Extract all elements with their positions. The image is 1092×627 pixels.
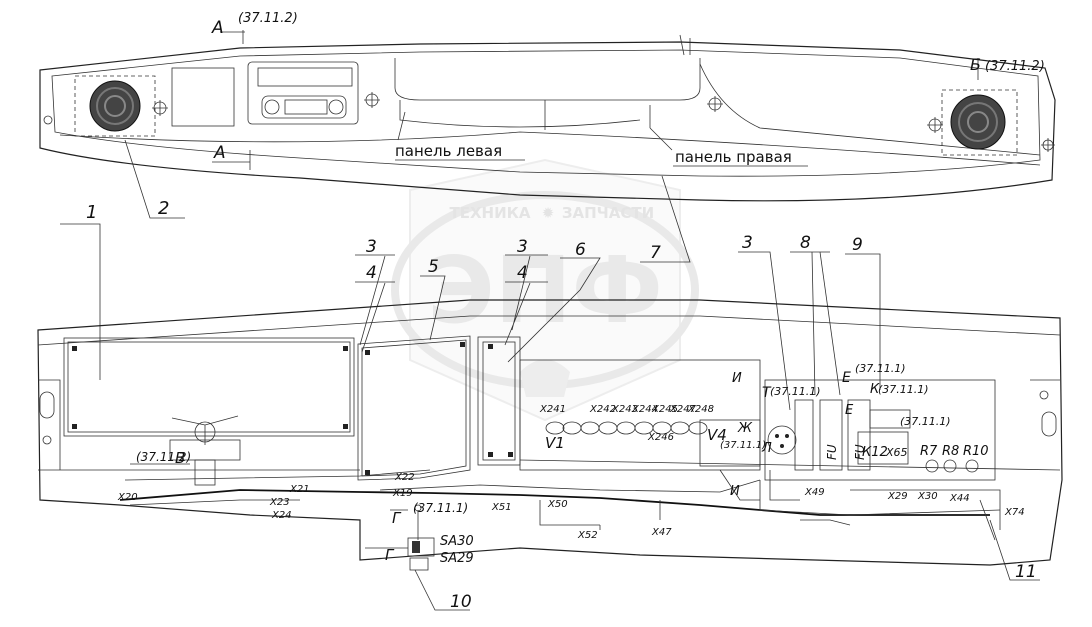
conn-x50: Х50 [547,499,568,510]
rear-view-labels: (37.11.2) В (37.11.1) Г Г SA30 SA29 И (3… [117,362,1025,566]
label-r7: R7 [920,444,938,459]
ref-v: (37.11.2) [136,450,191,464]
ref-e: (37.11.1) [855,362,906,375]
label-x65: Х65 [885,446,908,459]
letter-g2: Г [385,546,395,564]
letter-k: К [870,382,880,397]
conn-x47: Х47 [651,527,672,538]
conn-x246: Х246 [647,432,674,443]
callout-4b: 4 [517,263,528,283]
callout-3b: 3 [517,237,528,257]
callout-8: 8 [800,233,811,253]
watermark-logo: ЭПФ [427,237,663,344]
label-v1: V1 [545,434,565,452]
watermark-brand-left: ТЕХНИКА [449,204,530,222]
label-v4-ref: (37.11.1) [720,440,766,451]
conn-x243: Х243 [611,404,638,415]
conn-x248: Х248 [687,404,714,415]
section-b-letter: Б [970,55,981,74]
conn-x24: Х24 [271,510,292,521]
letter-e2: Е [845,403,854,418]
conn-x242: Х242 [589,404,616,415]
connector-row [545,421,708,435]
ref-g: (37.11.1) [413,501,468,515]
conn-x241: Х241 [539,404,566,415]
ref-k: (37.11.1) [878,383,929,396]
callout-1: 1 [86,202,97,223]
conn-x245: Х245 [651,404,678,415]
label-r8: R8 [942,444,959,459]
conn-x20: Х20 [117,492,138,503]
panel-corner-marks [72,342,513,475]
ref-k2: (37.11.1) [900,415,951,428]
conn-x74: Х74 [1004,507,1025,518]
callout-4a: 4 [366,263,377,283]
callout-6: 6 [575,240,586,260]
letter-e: Е [842,370,851,386]
conn-x244: Х244 [631,404,658,415]
letter-g: Г [392,509,402,527]
section-b: (37.11.2) [985,59,1045,74]
conn-x30: Х30 [917,491,938,502]
gear-icon: ✹ [542,204,555,222]
conn-x44: Х44 [949,493,970,504]
label-panel-left: панель левая [395,142,502,160]
callout-3c: 3 [742,233,753,253]
label-sa30: SA30 [440,534,474,549]
dashboard-rear-view [37,299,1063,571]
callout-11: 11 [1015,562,1037,582]
callout-5: 5 [428,257,439,277]
callout-7: 7 [650,243,661,263]
label-fu2: FU [853,444,867,460]
letter-v: В [175,449,185,467]
section-a-bottom: А [213,143,226,163]
callout-10: 10 [450,592,472,612]
section-a-ref: (37.11.2) [238,11,298,26]
section-a-top: А [211,18,224,38]
label-k12: К12 [862,445,888,460]
callout-9: 9 [852,235,863,255]
label-v4: V4 [707,426,727,444]
label-fu1: FU [825,444,839,460]
callout-3a: 3 [366,237,377,257]
letter-l: Л [761,441,772,456]
conn-x51: Х51 [491,502,512,513]
mount-hole [43,92,1055,152]
conn-x21: Х21 [289,484,310,495]
ref-t: (37.11.1) [770,385,821,398]
conn-x22: Х22 [394,472,415,483]
conn-x247: Х247 [669,404,697,415]
label-sa29: SA29 [440,551,474,566]
letter-i2: И [730,484,740,499]
watermark-brand-right: ЗАПЧАСТИ [562,204,654,222]
label-panel-right: панель правая [675,148,792,166]
letter-t: Т [762,385,772,401]
callout-leaders: 2 1 3 4 5 3 4 6 7 3 8 9 10 11 [60,139,1040,612]
conn-x23: Х23 [269,497,290,508]
label-r10: R10 [963,444,989,459]
conn-x52: Х52 [577,530,598,541]
conn-x29: Х29 [887,491,908,502]
letter-i: И [732,371,742,386]
callout-2: 2 [158,198,169,219]
conn-x19: Х19 [392,488,413,499]
conn-x49: Х49 [804,487,825,498]
dashboard-top-view: А (37.11.2) А (37.11.2) Б панель левая п… [39,11,1056,202]
letter-zh: Ж [737,421,753,436]
